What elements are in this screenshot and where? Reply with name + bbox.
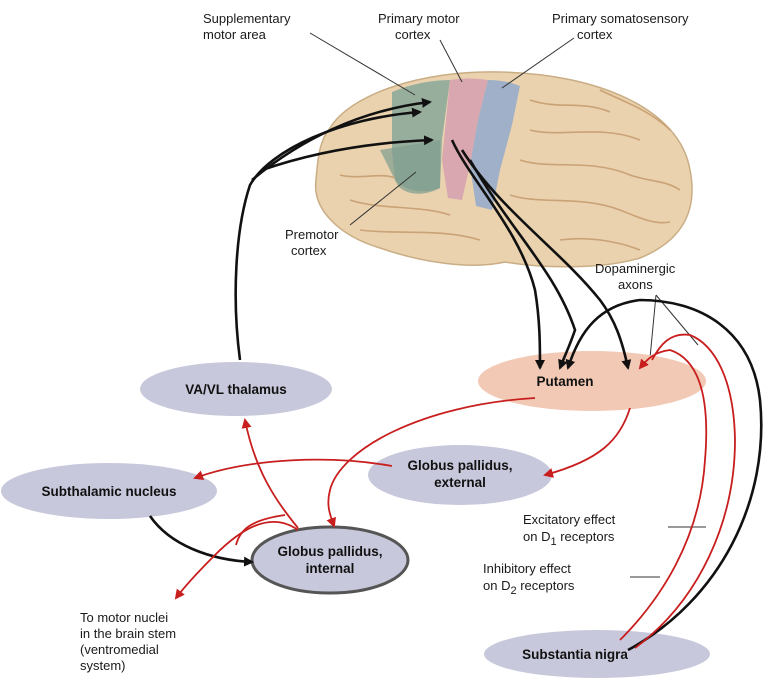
gp-external-label-1: Globus pallidus, bbox=[407, 458, 512, 473]
label-excitatory-2: on D1 receptors bbox=[523, 529, 615, 548]
label-motor-nuclei-2: in the brain stem bbox=[80, 626, 176, 641]
inhibitory-prefix: on D bbox=[483, 578, 510, 593]
putamen-label: Putamen bbox=[536, 374, 593, 389]
node-gp-internal: Globus pallidus, internal bbox=[252, 527, 408, 593]
label-motor-nuclei-4: system) bbox=[80, 658, 126, 673]
brain-illustration bbox=[316, 72, 692, 267]
node-subthalamic: Subthalamic nucleus bbox=[1, 463, 217, 519]
node-thalamus: VA/VL thalamus bbox=[140, 362, 332, 416]
label-supplementary-1: Supplementary bbox=[203, 11, 291, 26]
label-motor-nuclei-1: To motor nuclei bbox=[80, 610, 168, 625]
node-substantia-nigra: Substantia nigra bbox=[484, 630, 710, 678]
gp-internal-label-2: internal bbox=[306, 561, 355, 576]
label-inhibitory-1: Inhibitory effect bbox=[483, 561, 571, 576]
label-motor-nuclei-3: (ventromedial bbox=[80, 642, 159, 657]
label-premotor-1: Premotor bbox=[285, 227, 339, 242]
gp-external-label-2: external bbox=[434, 475, 486, 490]
label-primary-motor-2: cortex bbox=[395, 27, 431, 42]
label-premotor-2: cortex bbox=[291, 243, 327, 258]
label-dopaminergic-2: axons bbox=[618, 277, 653, 292]
gp-external-to-subthalamic bbox=[195, 460, 392, 478]
label-inhibitory-2: on D2 receptors bbox=[483, 578, 575, 597]
subthalamic-to-gp-internal bbox=[150, 516, 252, 562]
gp-internal-label-1: Globus pallidus, bbox=[277, 544, 382, 559]
substantia-nigra-label: Substantia nigra bbox=[522, 647, 628, 662]
label-supplementary-2: motor area bbox=[203, 27, 267, 42]
subthalamic-label: Subthalamic nucleus bbox=[41, 484, 176, 499]
node-putamen: Putamen bbox=[478, 351, 706, 411]
excitatory-suffix: receptors bbox=[557, 529, 615, 544]
label-excitatory-1: Excitatory effect bbox=[523, 512, 616, 527]
label-somatosensory-2: cortex bbox=[577, 27, 613, 42]
excitatory-prefix: on D bbox=[523, 529, 550, 544]
label-primary-motor-1: Primary motor bbox=[378, 11, 460, 26]
label-dopaminergic-1: Dopaminergic bbox=[595, 261, 676, 276]
node-gp-external: Globus pallidus, external bbox=[368, 445, 552, 505]
inhibitory-suffix: receptors bbox=[517, 578, 575, 593]
thalamus-label: VA/VL thalamus bbox=[185, 382, 287, 397]
gp-internal-to-thalamus bbox=[245, 420, 298, 528]
putamen-to-gp-external bbox=[545, 408, 630, 475]
label-somatosensory-1: Primary somatosensory bbox=[552, 11, 689, 26]
